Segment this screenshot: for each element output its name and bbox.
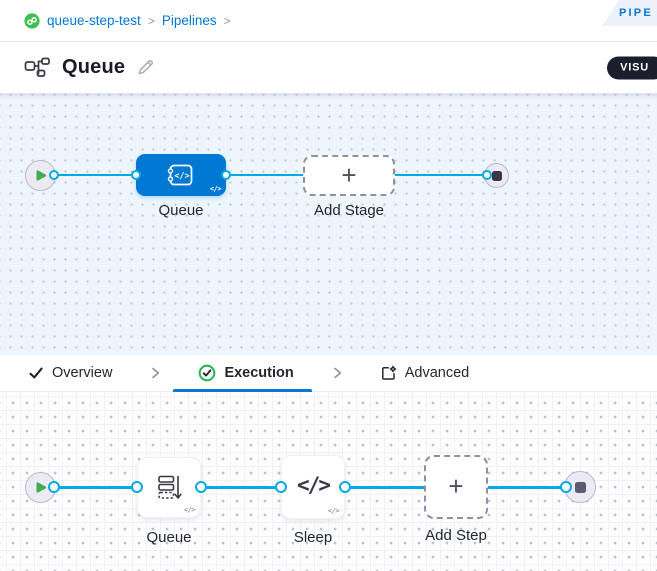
connector-line xyxy=(55,486,136,489)
tab-advanced-label: Advanced xyxy=(404,365,470,381)
connector-port[interactable] xyxy=(49,170,59,180)
stage-graph-canvas[interactable]: </> </> Queue + Add Stage xyxy=(0,94,657,355)
yaml-badge-icon: </> xyxy=(327,507,340,515)
step-label: Sleep xyxy=(293,529,333,546)
connector-line xyxy=(228,174,306,176)
tab-chevron-icon xyxy=(331,366,343,380)
stage-label: Queue xyxy=(158,202,204,219)
add-stage-button[interactable]: + xyxy=(303,155,395,196)
code-icon: </> xyxy=(297,473,331,497)
stage-config-tabbar: Overview Execution Advanced xyxy=(0,355,657,392)
page-title: Queue xyxy=(62,56,126,78)
breadcrumb-project-link[interactable]: queue-step-test xyxy=(47,13,141,28)
plus-icon: + xyxy=(341,159,357,190)
execution-graph-canvas[interactable]: </> Queue </> </> Sleep + Add Step xyxy=(0,392,657,571)
step-label: Queue xyxy=(146,529,192,546)
connector-line xyxy=(55,174,139,176)
connector-line xyxy=(204,486,282,489)
yaml-badge-icon: </> xyxy=(209,185,222,193)
pipeline-studio-corner-tab: PIPE xyxy=(602,0,657,26)
tab-execution-label: Execution xyxy=(224,365,294,381)
stop-icon xyxy=(491,170,502,181)
play-icon xyxy=(36,170,46,181)
tab-advanced[interactable]: Advanced xyxy=(380,365,470,382)
corner-tab-label: PIPE xyxy=(619,7,653,19)
add-step-label: Add Step xyxy=(425,527,487,544)
connector-port[interactable] xyxy=(275,481,287,493)
check-icon xyxy=(29,367,43,379)
connector-port[interactable] xyxy=(131,481,143,493)
project-icon xyxy=(24,12,40,29)
connector-line xyxy=(348,486,425,489)
pipeline-start-node[interactable] xyxy=(25,160,56,191)
tab-overview[interactable]: Overview xyxy=(28,365,112,381)
breadcrumb: queue-step-test > Pipelines > xyxy=(24,12,231,29)
connector-port[interactable] xyxy=(221,170,231,180)
tab-chevron-icon xyxy=(149,366,161,380)
stage-node-queue[interactable]: </> </> xyxy=(136,154,226,196)
yaml-badge-icon: </> xyxy=(183,506,196,514)
play-icon xyxy=(36,482,46,493)
tab-execution[interactable]: Execution xyxy=(198,364,294,382)
connector-line xyxy=(393,174,488,176)
step-node-sleep[interactable]: </> </> xyxy=(281,455,345,519)
active-tab-underline xyxy=(173,389,312,392)
connector-port[interactable] xyxy=(560,481,572,493)
visual-toggle-label: VISU xyxy=(620,61,649,74)
stop-icon xyxy=(574,481,586,493)
breadcrumb-bar: queue-step-test > Pipelines > PIPE xyxy=(0,0,657,42)
step-node-queue[interactable]: </> xyxy=(137,457,201,518)
connector-line xyxy=(488,486,567,489)
visual-yaml-toggle[interactable]: VISU xyxy=(607,56,657,79)
connector-port[interactable] xyxy=(482,170,492,180)
pipeline-icon xyxy=(24,57,50,77)
svg-text:</>: </> xyxy=(174,172,189,182)
advanced-gear-icon xyxy=(381,365,397,380)
add-stage-label: Add Stage xyxy=(313,202,385,219)
breadcrumb-separator: > xyxy=(223,14,231,28)
tab-overview-label: Overview xyxy=(52,365,113,381)
connector-port[interactable] xyxy=(48,481,60,493)
custom-stage-icon: </> xyxy=(167,164,193,186)
add-step-button[interactable]: + xyxy=(424,455,488,519)
breadcrumb-pipelines-link[interactable]: Pipelines xyxy=(161,13,217,28)
connector-port[interactable] xyxy=(131,170,141,180)
queue-step-icon xyxy=(157,475,182,499)
plus-icon: + xyxy=(448,471,464,501)
connector-port[interactable] xyxy=(195,481,207,493)
check-circle-icon xyxy=(199,364,216,382)
breadcrumb-separator: > xyxy=(147,14,155,28)
connector-port[interactable] xyxy=(339,481,351,493)
pipeline-title-bar: Queue VISU xyxy=(0,42,657,94)
edit-pencil-icon[interactable] xyxy=(136,58,155,77)
